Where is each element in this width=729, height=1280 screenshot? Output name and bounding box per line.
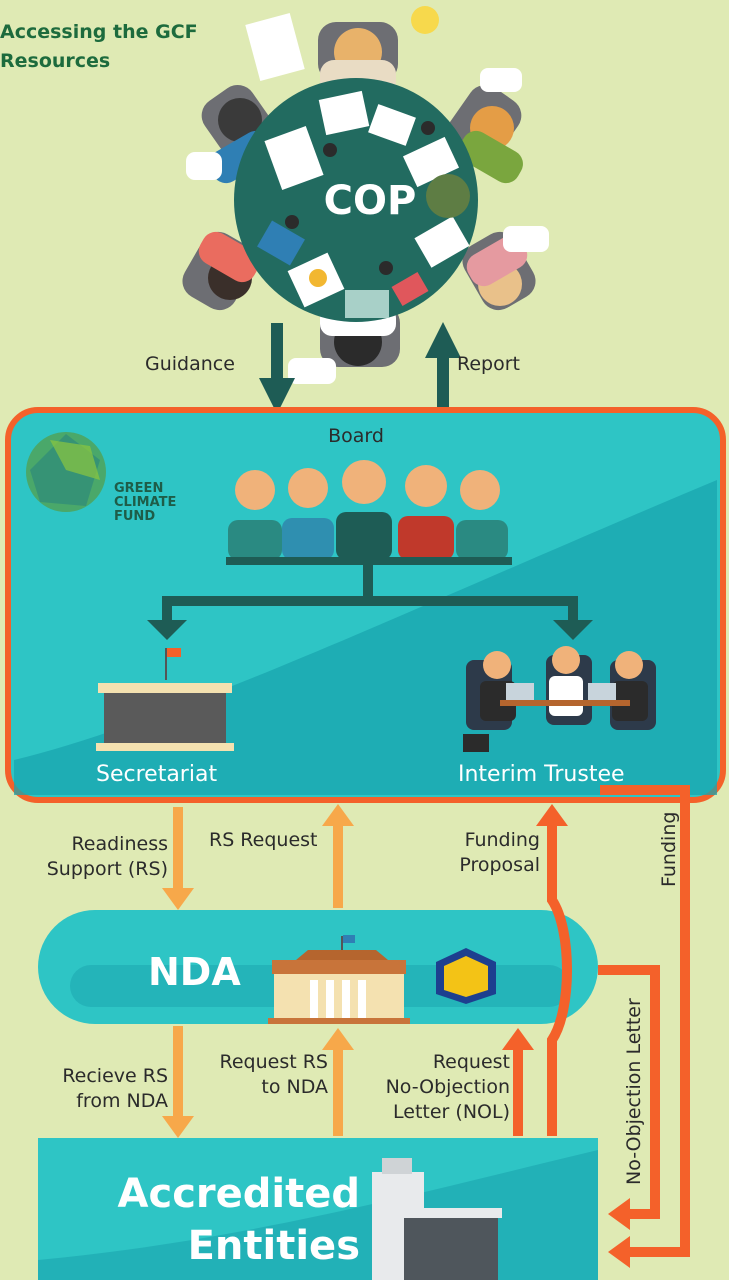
receive-rs-label: Recieve RS from NDA bbox=[20, 1064, 168, 1114]
gcf-logo-text: GREEN CLIMATE FUND bbox=[114, 482, 176, 524]
funding-text: Funding bbox=[658, 811, 680, 887]
speech-bubble-icon bbox=[186, 152, 222, 180]
speech-bubble-icon bbox=[288, 358, 336, 384]
office-buildings-illustration bbox=[372, 1158, 502, 1280]
readiness-support-label: Readiness Support (RS) bbox=[20, 832, 168, 882]
request-nol-line-2: No-Objection bbox=[385, 1076, 510, 1098]
gcf-logo-line-3: FUND bbox=[114, 509, 156, 524]
no-objection-letter-arrow bbox=[598, 965, 660, 1219]
receive-rs-line-2: from NDA bbox=[76, 1090, 168, 1112]
board-members-illustration bbox=[226, 460, 512, 565]
no-objection-letter-label: No-Objection Letter bbox=[622, 985, 652, 1195]
accredited-line-1: Accredited bbox=[117, 1171, 360, 1217]
title-line-1: Accessing the GCF bbox=[0, 21, 198, 43]
funding-proposal-line-1: Funding bbox=[464, 829, 540, 851]
guidance-label: Guidance bbox=[145, 353, 235, 375]
funding-label: Funding bbox=[657, 812, 687, 925]
nda-building-illustration bbox=[268, 935, 410, 1024]
rs-request-label: RS Request bbox=[209, 829, 318, 851]
readiness-line-1: Readiness bbox=[71, 833, 168, 855]
accredited-entities-label: Accredited Entities bbox=[110, 1168, 360, 1272]
accredited-line-2: Entities bbox=[187, 1223, 360, 1269]
floating-document bbox=[245, 13, 305, 81]
funding-proposal-label: Funding Proposal bbox=[420, 828, 540, 878]
interim-trustee-label: Interim Trustee bbox=[458, 762, 625, 787]
request-rs-line-1: Request RS bbox=[219, 1051, 328, 1073]
no-objection-letter-text: No-Objection Letter bbox=[623, 998, 645, 1185]
request-nol-line-3: Letter (NOL) bbox=[393, 1101, 510, 1123]
page-title: Accessing the GCF Resources bbox=[0, 18, 230, 76]
receive-rs-line-1: Recieve RS bbox=[62, 1065, 168, 1087]
board-label: Board bbox=[328, 425, 384, 447]
cop-label: COP bbox=[323, 178, 417, 224]
request-nol-label: Request No-Objection Letter (NOL) bbox=[350, 1050, 510, 1125]
readiness-line-2: Support (RS) bbox=[46, 858, 168, 880]
request-nol-line-1: Request bbox=[432, 1051, 510, 1073]
secretariat-label: Secretariat bbox=[96, 762, 218, 787]
request-rs-label: Request RS to NDA bbox=[190, 1050, 328, 1100]
funding-arrow bbox=[600, 785, 690, 1257]
nda-label: NDA bbox=[148, 950, 241, 994]
speech-bubble-icon bbox=[480, 68, 522, 92]
title-line-2: Resources bbox=[0, 50, 111, 72]
speech-bubble-icon bbox=[503, 226, 549, 252]
funding-proposal-line-2: Proposal bbox=[459, 854, 540, 876]
lightbulb-icon bbox=[411, 6, 439, 34]
cop-table-illustration bbox=[182, 6, 549, 384]
secretariat-building-illustration bbox=[96, 648, 234, 751]
board-to-trustee-arrow bbox=[553, 620, 593, 640]
gcf-logo-line-1: GREEN bbox=[114, 481, 164, 496]
gcf-logo-line-2: CLIMATE bbox=[114, 495, 177, 510]
report-label: Report bbox=[457, 353, 520, 375]
trustee-meeting-illustration bbox=[463, 646, 656, 752]
request-rs-line-2: to NDA bbox=[261, 1076, 328, 1098]
funding-proposal-arrow bbox=[547, 822, 572, 1136]
board-to-secretariat-arrow bbox=[147, 620, 187, 640]
